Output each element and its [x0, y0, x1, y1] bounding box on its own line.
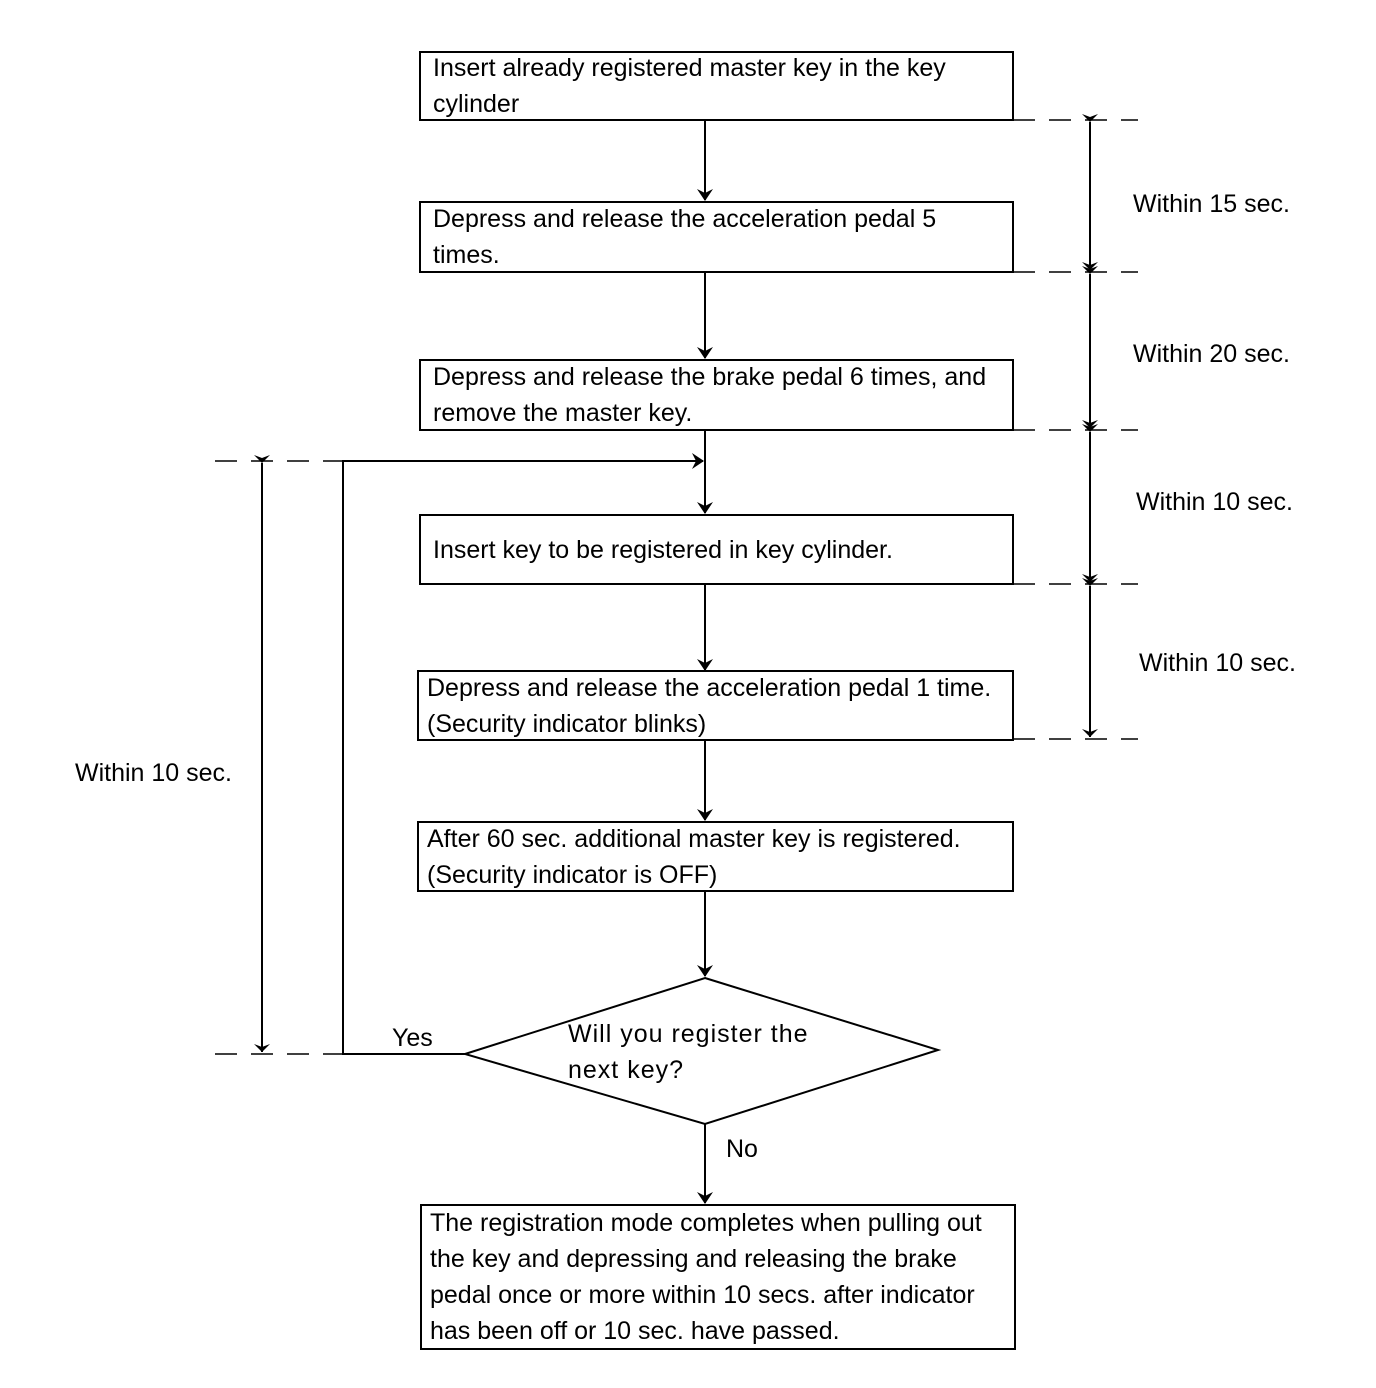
timing-label-10b: Within 10 sec. — [1139, 649, 1297, 677]
step-text: Depress and release the acceleration ped… — [427, 673, 992, 738]
step-text: After 60 sec. additional master key is r… — [427, 824, 961, 889]
step-text: The registration mode completes when pul… — [430, 1209, 982, 1345]
step-insert-master-key: Insert already registered master key in … — [419, 51, 1014, 121]
decision-diamond — [461, 976, 942, 1126]
timing-label-20: Within 20 sec. — [1133, 340, 1291, 368]
step-text: Insert already registered master key in … — [433, 54, 946, 118]
no-label: No — [726, 1135, 758, 1163]
step-key-registered: After 60 sec. additional master key is r… — [417, 821, 1014, 892]
step-insert-new-key: Insert key to be registered in key cylin… — [419, 514, 1014, 585]
step-text: Depress and release the brake pedal 6 ti… — [433, 363, 987, 427]
step-text: Insert key to be registered in key cylin… — [433, 535, 893, 564]
yes-loop-line — [342, 453, 704, 1055]
step-text: Depress and release the acceleration ped… — [433, 205, 937, 269]
step-brake-pedal-6: Depress and release the brake pedal 6 ti… — [419, 359, 1014, 431]
decision-question: Will you register the next key? — [568, 1020, 809, 1084]
step-registration-complete: The registration mode completes when pul… — [420, 1204, 1016, 1350]
timing-label-loop: Within 10 sec. — [75, 759, 233, 787]
step-accel-pedal-1: Depress and release the acceleration ped… — [417, 670, 1014, 741]
step-accel-pedal-5: Depress and release the acceleration ped… — [419, 201, 1014, 273]
yes-label: Yes — [392, 1024, 433, 1052]
timing-label-10a: Within 10 sec. — [1136, 488, 1294, 516]
timing-label-15: Within 15 sec. — [1133, 190, 1291, 218]
